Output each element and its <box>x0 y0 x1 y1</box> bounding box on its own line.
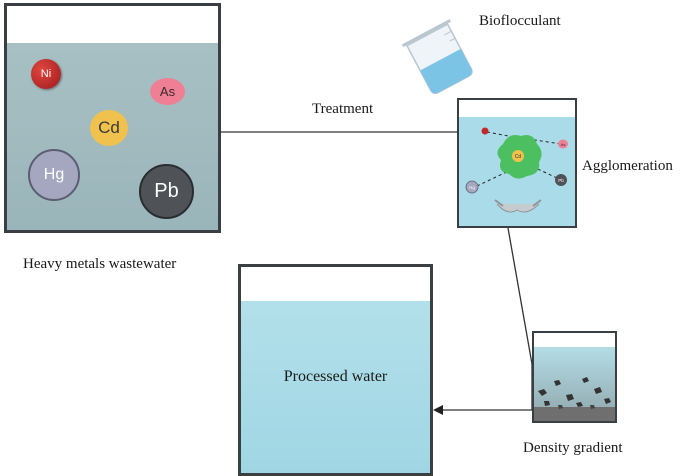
ion-as: As <box>150 78 185 105</box>
ion-as-label: As <box>159 84 176 99</box>
ion-pb: Pb <box>139 164 194 219</box>
wastewater-label: Heavy metals wastewater <box>23 256 177 272</box>
svg-text:Hg: Hg <box>469 185 475 190</box>
floc-cluster: Cd As Hg Pb <box>465 127 568 213</box>
density-gradient-label: Density gradient <box>523 440 623 456</box>
ion-pb-label: Pb <box>154 180 179 202</box>
agglomeration-label: Agglomeration <box>582 158 673 174</box>
processed-water-fill <box>241 301 430 473</box>
svg-text:Pb: Pb <box>558 178 564 183</box>
ion-ni-label: Ni <box>40 68 52 80</box>
sediment-layer <box>534 377 615 421</box>
beaker-icon <box>401 19 473 95</box>
processed-water-label: Processed water <box>283 368 388 385</box>
svg-text:As: As <box>561 142 566 147</box>
processed-water-tank: Processed water <box>238 264 433 476</box>
ion-hg: Hg <box>28 149 80 201</box>
treatment-label: Treatment <box>312 101 374 117</box>
ion-ni: Ni <box>31 59 61 89</box>
bioflocculant-label: Bioflocculant <box>479 13 561 29</box>
ion-cd: Cd <box>90 110 128 146</box>
ion-cd-label: Cd <box>98 118 120 137</box>
ion-hg-label: Hg <box>43 166 65 183</box>
svg-text:Cd: Cd <box>515 154 522 160</box>
